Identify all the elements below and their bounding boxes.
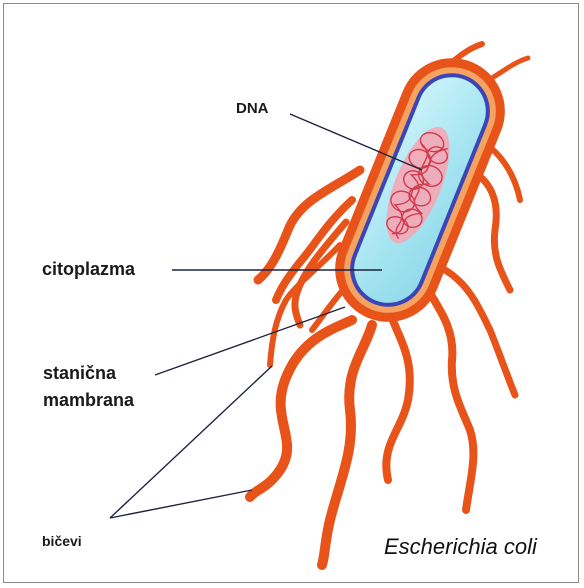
- leader-flagella-2: [110, 490, 252, 518]
- flagellum-right-1: [428, 290, 473, 510]
- label-membrane-line2: mambrana: [43, 390, 134, 411]
- label-flagella: bičevi: [42, 533, 82, 549]
- label-membrane-line1: stanična: [43, 363, 116, 384]
- label-cytoplasm: citoplazma: [42, 259, 135, 280]
- flagellum-top-2: [492, 58, 528, 78]
- flagellum-bottom-2: [322, 325, 372, 565]
- flagellum-bottom-1: [250, 320, 352, 497]
- label-dna: DNA: [236, 100, 269, 117]
- species-caption: Escherichia coli: [384, 534, 537, 560]
- flagellum-bottom-3: [386, 318, 410, 480]
